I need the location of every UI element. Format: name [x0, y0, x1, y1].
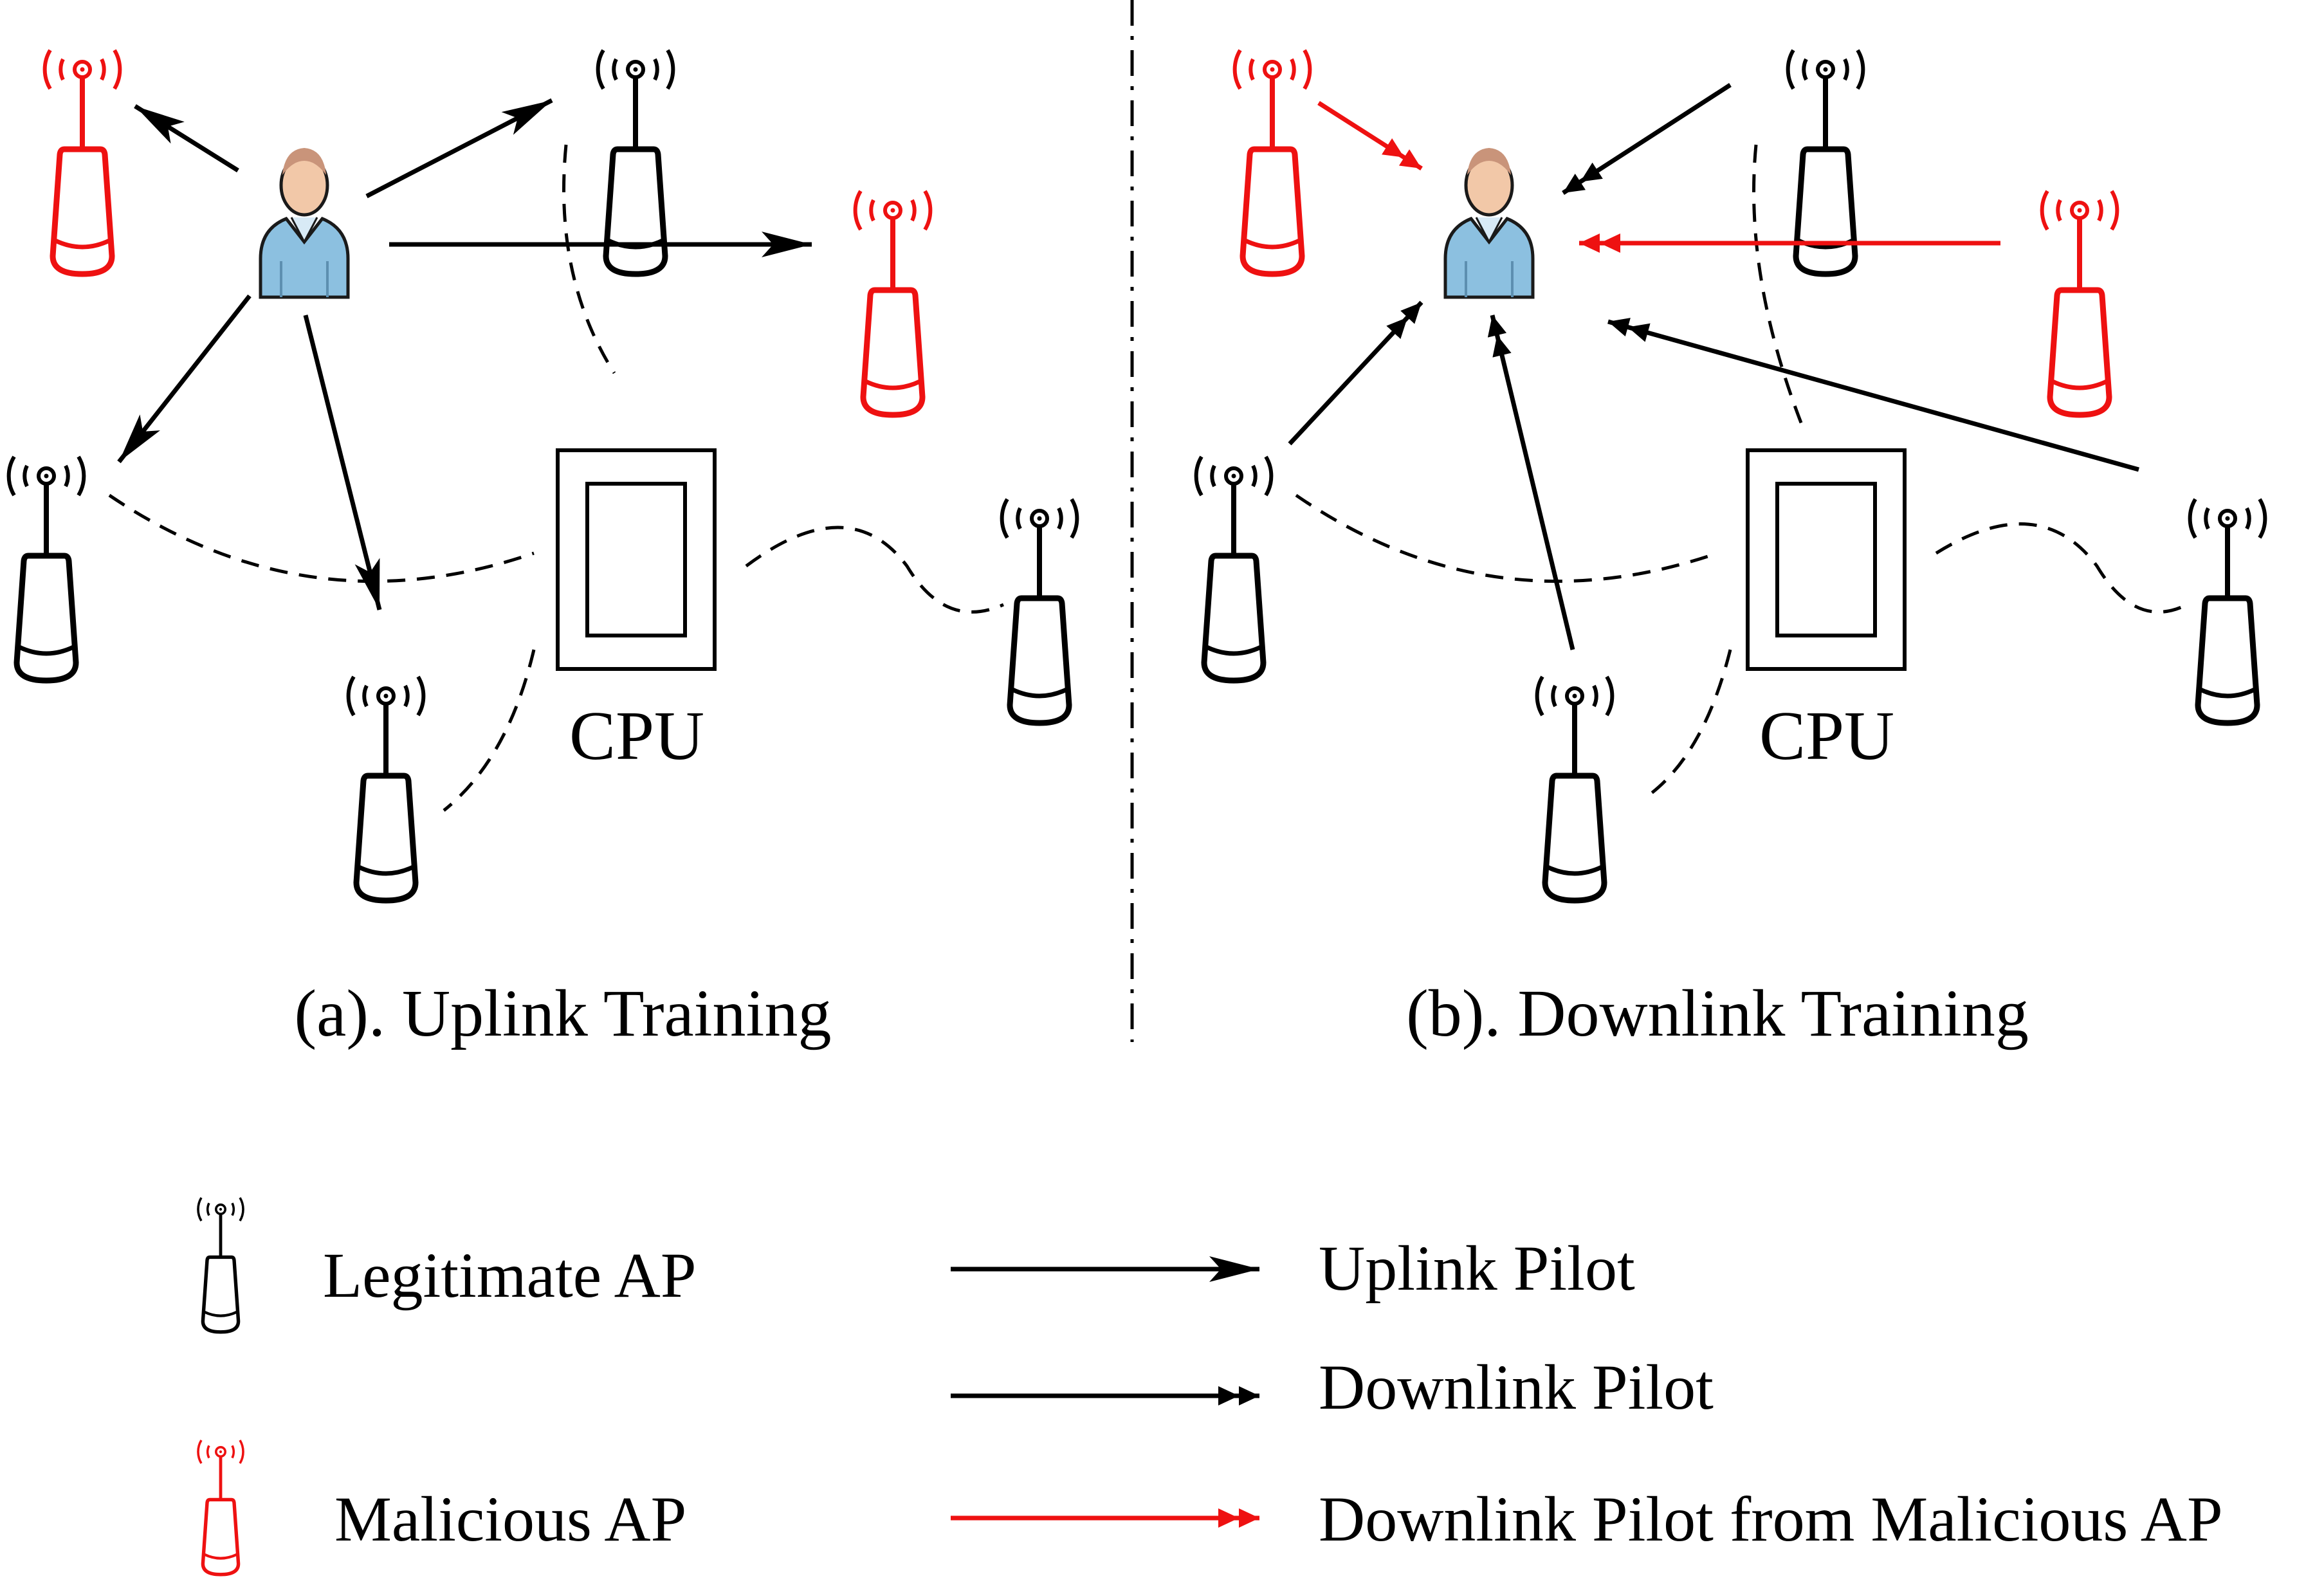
access-point-icon: [2042, 191, 2118, 415]
uplink-pilot-arrow: [303, 315, 382, 610]
fronthaul-link: [1752, 144, 1806, 432]
downlink-pilot-arrow: [1562, 83, 1732, 195]
panel-title-uplink: (a). Uplink Training: [295, 976, 832, 1050]
legend-malicious-pilot-label: Downlink Pilot from Malicious AP: [1319, 1483, 2223, 1555]
malicious-pilot-arrow: [1317, 101, 1423, 170]
access-point-icon: [1196, 457, 1272, 681]
uplink-pilot-arrow: [365, 98, 553, 199]
cpu-icon: [558, 450, 715, 669]
uplink-pilot-arrow: [117, 294, 252, 464]
fronthaul-link: [443, 649, 536, 812]
access-point-icon: [9, 457, 84, 681]
uplink-fronthaul-links: [108, 144, 1005, 812]
fronthaul-link: [745, 526, 1005, 614]
legend-malicious-ap-label: Malicious AP: [334, 1483, 686, 1555]
fronthaul-link: [1649, 649, 1732, 796]
cpu-icon: [1748, 450, 1905, 669]
downlink-pilot-arrow: [1607, 318, 2139, 472]
panel-uplink: CPU (a). Uplink Training: [9, 50, 1077, 1050]
fronthaul-link: [108, 493, 535, 583]
uplink-pilot-arrows: [117, 98, 812, 610]
downlink-pilot-arrow: [1288, 300, 1423, 446]
downlink-pilot-arrows: [1288, 83, 2139, 650]
fronthaul-link: [1935, 522, 2188, 614]
user-icon: [1445, 148, 1533, 297]
legend-uplink-pilot-label: Uplink Pilot: [1319, 1232, 1635, 1304]
downlink-pilot-arrow: [1487, 315, 1575, 650]
fronthaul-link: [562, 144, 616, 374]
access-point-icon: [598, 50, 673, 274]
panel-downlink: CPU (b). Downlink Training: [1196, 50, 2265, 1050]
access-point-icon: [349, 677, 424, 901]
cpu-label: CPU: [1759, 698, 1894, 774]
cpu-label: CPU: [569, 698, 704, 774]
access-point-icon: [1788, 50, 1863, 274]
legend-downlink-pilot-label: Downlink Pilot: [1319, 1351, 1714, 1423]
legend-legitimate-ap-icon: [198, 1198, 243, 1332]
fronthaul-link: [1295, 493, 1718, 583]
access-point-icon: [1002, 499, 1077, 723]
access-point-icon: [1235, 50, 1310, 274]
legend-malicious-ap-icon: [198, 1440, 243, 1575]
malicious-pilot-arrows: [1317, 101, 2000, 253]
access-point-icon: [1537, 677, 1613, 901]
legend-legitimate-ap-label: Legitimate AP: [323, 1240, 696, 1311]
legend: Legitimate AP Malicious AP Uplink Pilot …: [198, 1198, 2223, 1575]
user-icon: [261, 148, 348, 297]
access-point-icon: [45, 50, 120, 274]
uplink-pilot-arrow: [134, 104, 239, 172]
panel-title-downlink: (b). Downlink Training: [1406, 976, 2029, 1050]
downlink-fronthaul-links: [1295, 144, 2188, 796]
access-point-icon: [2190, 499, 2265, 723]
access-point-icon: [855, 191, 931, 415]
